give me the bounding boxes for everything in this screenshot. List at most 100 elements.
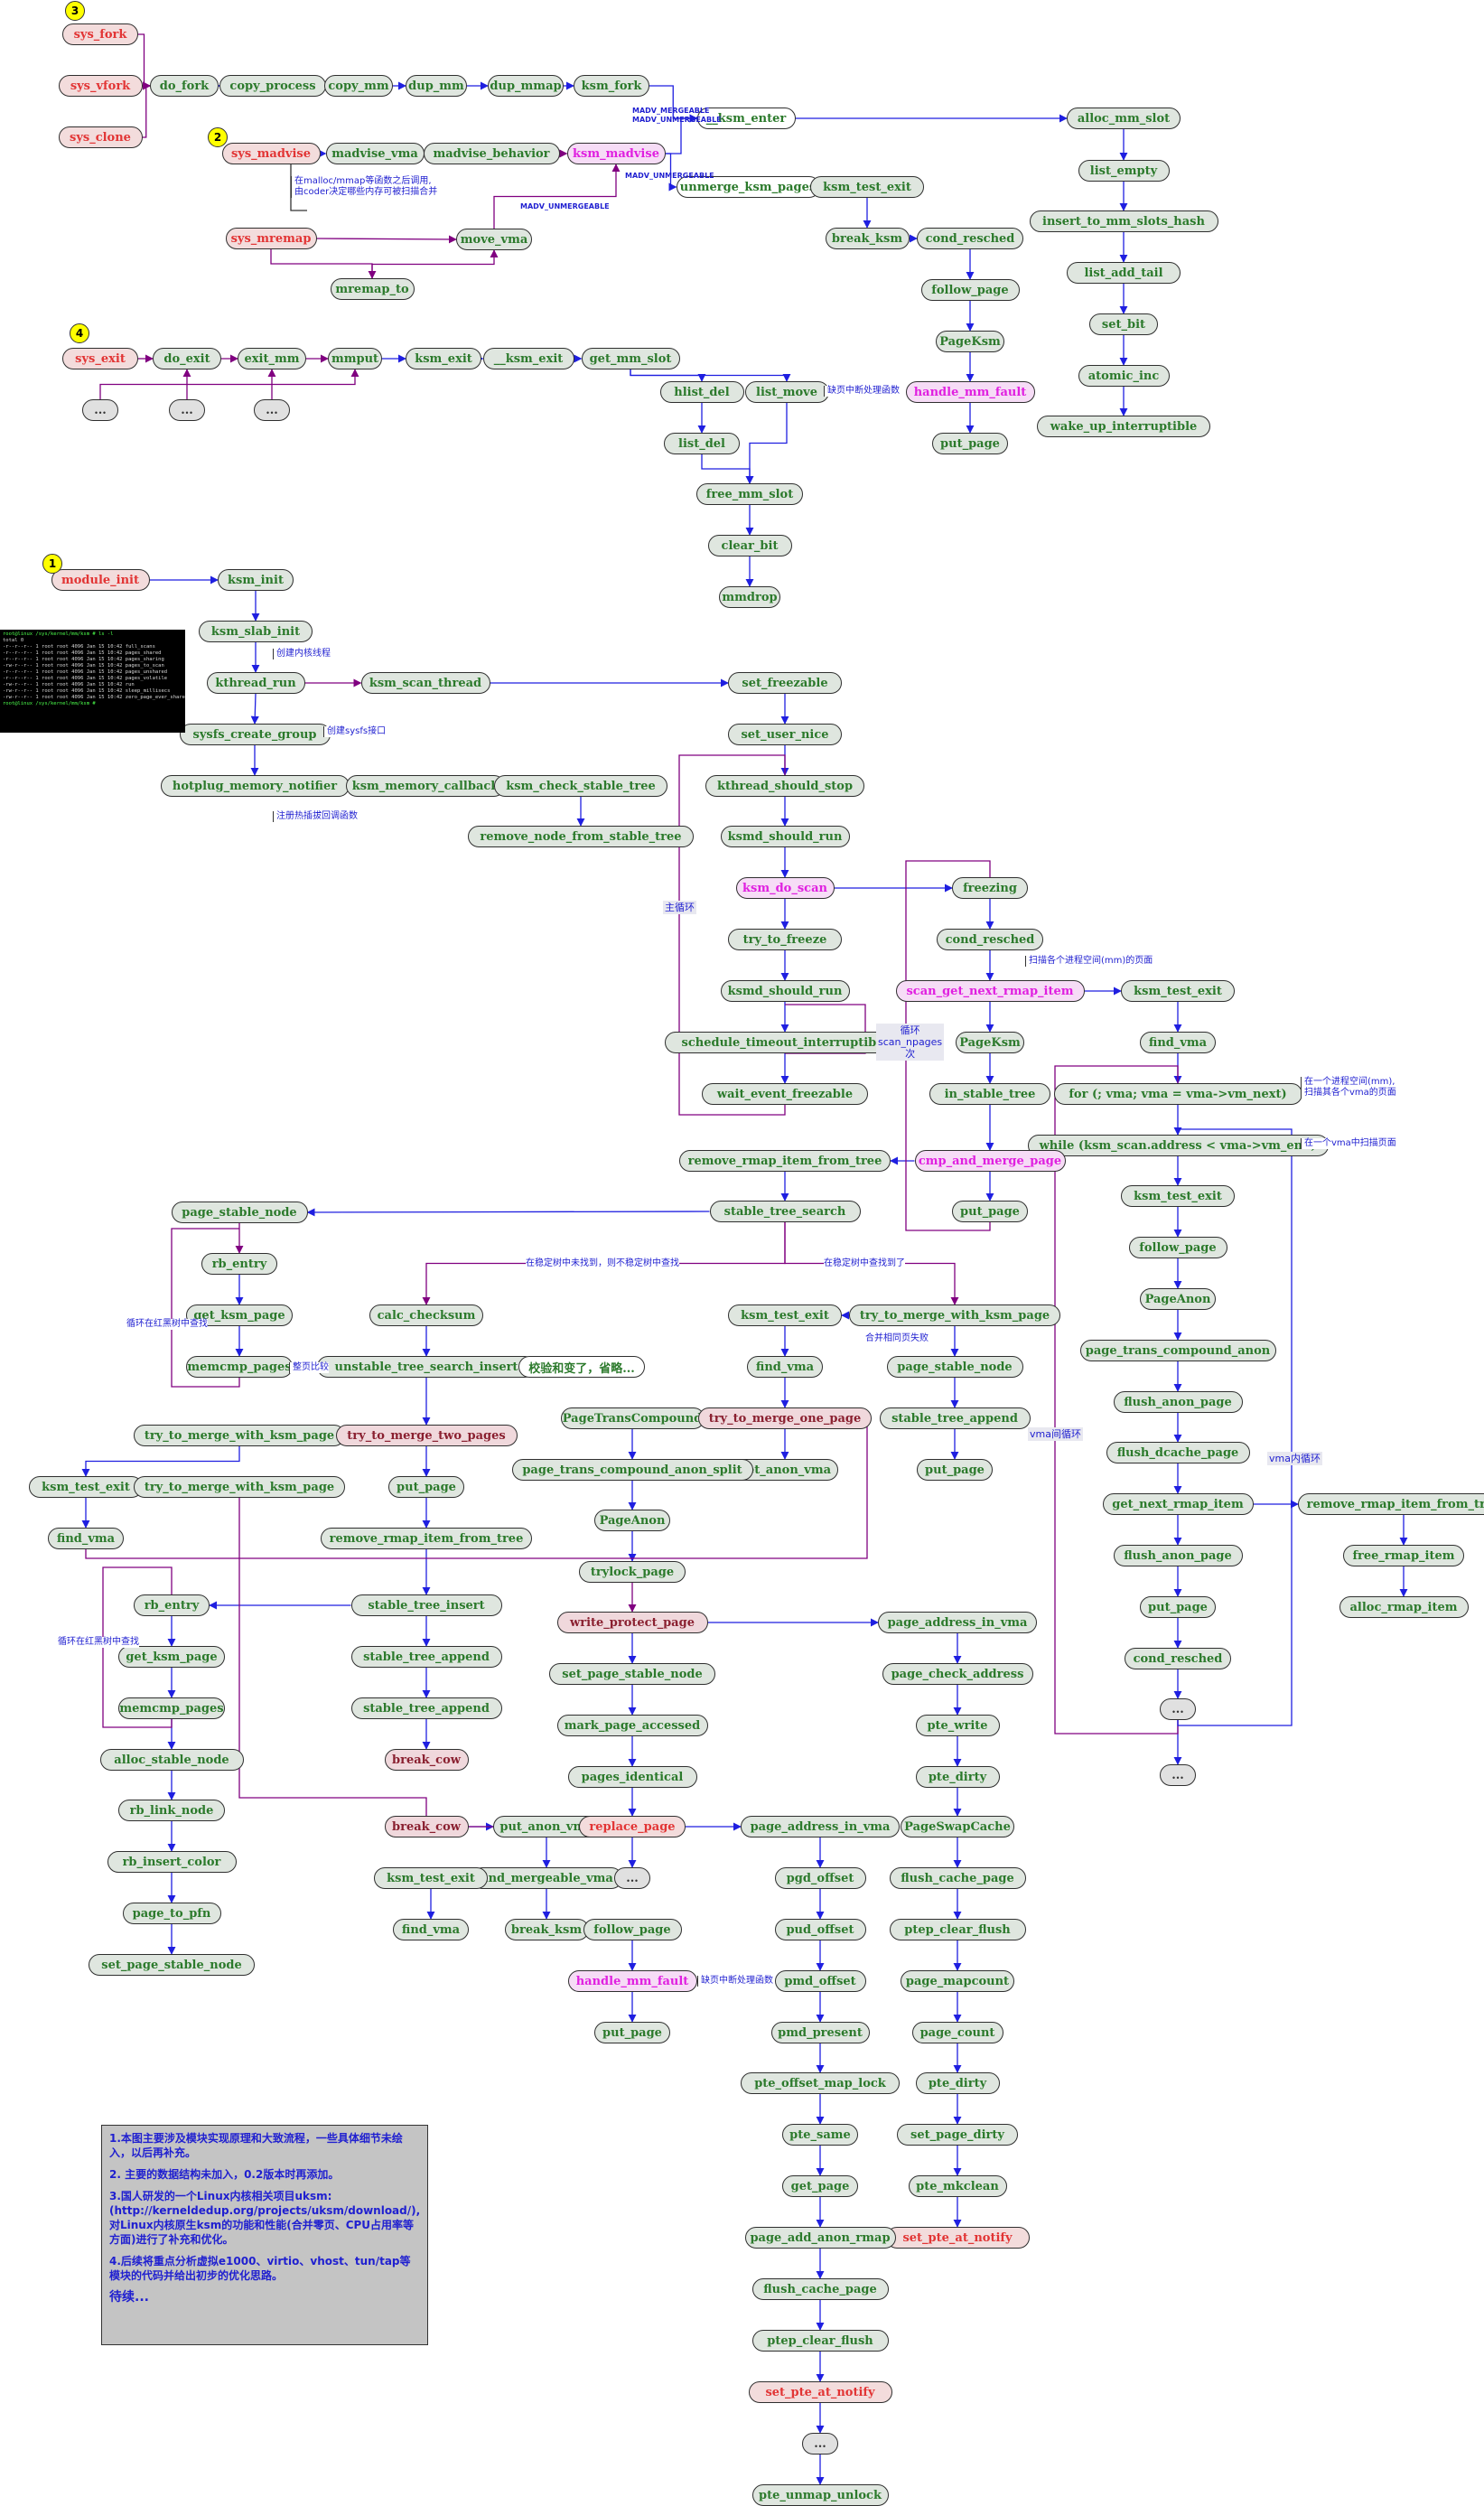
node-sys-vfork-n002: sys_vfork: [58, 75, 143, 97]
edge-n041-n043: [745, 403, 788, 484]
node-ptep-clear-flush-n172: ptep_clear_flush: [751, 2330, 889, 2352]
node--n094: ...: [1160, 1698, 1196, 1720]
node--n148: ...: [614, 1867, 650, 1889]
rb-loop-label-2: 循环在红黑树中查找: [58, 1637, 139, 1648]
edge-n032-n031: [371, 249, 499, 278]
node-page-address-in-vma-n162: page_address_in_vma: [741, 1816, 900, 1837]
edge-n031-n021: [493, 164, 621, 229]
edge-n021-n022: [665, 153, 677, 192]
node-put-page-n142: put_page: [594, 2022, 670, 2043]
node-find-vma-n072: find_vma: [1140, 1032, 1216, 1053]
node-ksm-test-exit-n071: ksm_test_exit: [1121, 980, 1235, 1002]
edge-n080-n096: [306, 1208, 710, 1217]
node-break-cow-n134: break_cow: [384, 1816, 469, 1837]
node-mmput-n036: mmput: [328, 348, 382, 369]
node-atomic-inc-n016: atomic_inc: [1078, 365, 1170, 387]
node-wake-up-interruptible-n017: wake_up_interruptible: [1037, 416, 1210, 437]
node-unstable-tree-search-insert-n101: unstable_tree_search_insert: [317, 1356, 536, 1378]
node-cond-resched-n025: cond_resched: [917, 228, 1023, 249]
terminal-line: -rw-r--r-- 1 root root 4096 Jan 15 10:42…: [3, 682, 135, 687]
memcmp-note: 整页比较: [289, 1362, 329, 1373]
node-for-vma-vma-vma-vm-next-n075: for (; vma; vma = vma->vm_next): [1053, 1083, 1302, 1105]
node-ksm-check-stable-tree-n059: ksm_check_stable_tree: [494, 775, 667, 797]
vma-inner-loop-label: vma内循环: [1267, 1452, 1322, 1465]
node-while-ksm-scan-address-vma-vm-end-n076: while (ksm_scan.address < vma->vm_end): [1027, 1135, 1329, 1156]
node-flush-anon-page-n085: flush_anon_page: [1113, 1391, 1243, 1413]
terminal-line: root@linux /sys/kernel/mm/ksm #: [3, 701, 96, 706]
terminal-line: -rw-r--r-- 1 root root 4096 Jan 15 10:42…: [3, 663, 164, 669]
node-ksm-slab-init-n051: ksm_slab_init: [199, 621, 313, 642]
node-get-mm-slot-n039: get_mm_slot: [581, 348, 680, 369]
terminal-line: -rw-r--r-- 1 root root 4096 Jan 15 10:42…: [3, 688, 171, 694]
node-ksmd-should-run-n062: ksmd_should_run: [720, 826, 850, 847]
node-rb-entry-n097: rb_entry: [201, 1253, 277, 1275]
node-set-page-stable-node-n144: set_page_stable_node: [549, 1663, 715, 1685]
note-2: 2. 主要的数据结构未加入，0.2版本时再添加。: [109, 2168, 340, 2181]
node-page-add-anon-rmap-n170: page_add_anon_rmap: [744, 2227, 896, 2249]
node-hotplug-memory-notifier-n057: hotplug_memory_notifier: [160, 775, 350, 797]
node-put-page-n029: put_page: [932, 433, 1008, 454]
node-pte-dirty-n152: pte_dirty: [915, 1766, 1000, 1788]
inner-loop-frame: [785, 1004, 866, 1054]
node--n048: ...: [254, 399, 290, 421]
terminal-line: -r--r--r-- 1 root root 4096 Jan 15 10:42…: [3, 676, 168, 681]
node-follow-page-n082: follow_page: [1128, 1237, 1227, 1258]
node-kthread-run-n052: kthread_run: [206, 672, 305, 694]
node-dup-mm-n007: dup_mm: [406, 75, 467, 97]
node-follow-page-n140: follow_page: [583, 1919, 682, 1940]
edge-n021-n010: [665, 114, 698, 154]
merge-fail-note: 合并相同页失败: [865, 1333, 929, 1344]
node-try-to-freeze-n064: try_to_freeze: [728, 929, 842, 950]
stable-found-label: 在稳定树中查找到了: [824, 1258, 905, 1269]
node-follow-page-n026: follow_page: [920, 279, 1020, 301]
node-pageanon-n113: PageAnon: [594, 1510, 670, 1531]
node-mark-page-accessed-n145: mark_page_accessed: [556, 1715, 708, 1736]
vma-inter-loop-label: vma间循环: [1028, 1427, 1083, 1441]
node-ksm-do-scan-n063: ksm_do_scan: [735, 877, 835, 899]
node-find-vma-n119: find_vma: [48, 1528, 124, 1549]
edge-n047-n035: [186, 369, 276, 399]
node--n102: 校验和变了，省略...: [518, 1356, 645, 1378]
node-alloc-mm-slot-n011: alloc_mm_slot: [1067, 108, 1181, 129]
node-find-mergeable-vma-n136: find_mergeable_vma: [471, 1867, 622, 1889]
node-pgd-offset-n163: pgd_offset: [774, 1867, 866, 1889]
node-break-cow-n133: break_cow: [384, 1749, 469, 1771]
node-sys-fork-n001: sys_fork: [62, 23, 138, 45]
node-sys-mremap-n030: sys_mremap: [225, 228, 317, 249]
node-free-rmap-item-n089: free_rmap_item: [1343, 1545, 1464, 1566]
node-ksm-madvise-n021: ksm_madvise: [566, 143, 666, 164]
node-scan-get-next-rmap-item-n070: scan_get_next_rmap_item: [895, 980, 1085, 1002]
node-stable-tree-search-n080: stable_tree_search: [709, 1201, 861, 1222]
node--n047: ...: [169, 399, 205, 421]
while-note: 在一个vma中扫描页面: [1301, 1138, 1396, 1149]
node-page-stable-node-n096: page_stable_node: [171, 1202, 308, 1223]
fault-note-2: 缺页中断处理函数: [697, 1976, 773, 1987]
node-memcmp-pages-n099: memcmp_pages: [186, 1356, 293, 1378]
node-pte-unmap-unlock-n175: pte_unmap_unlock: [751, 2484, 889, 2506]
node-set-freezable-n054: set_freezable: [728, 672, 842, 694]
node-try-to-merge-with-ksm-page-n115: try_to_merge_with_ksm_page: [134, 1425, 345, 1446]
main-loop-frame: [678, 754, 786, 1116]
for-note: 在一个进程空间(mm),扫描其各个vma的页面: [1301, 1077, 1396, 1099]
node-cmp-and-merge-page-n077: cmp_and_merge_page: [914, 1150, 1066, 1172]
stable-not-found-label: 在稳定树中未找到，则不稳定树中查找: [526, 1258, 679, 1269]
node-set-pte-at-notify-n161: set_pte_at_notify: [885, 2227, 1030, 2249]
node-set-page-dirty-n159: set_page_dirty: [897, 2124, 1018, 2146]
terminal-line: -rw-r--r-- 1 root root 4096 Jan 15 10:42…: [3, 695, 185, 700]
note-4: 4.后续将重点分析虚拟e1000、virtio、vhost、tun/tap等模块…: [109, 2255, 411, 2282]
node-madvise-behavior-n020: madvise_behavior: [423, 143, 560, 164]
node--n174: ...: [802, 2433, 838, 2455]
madvise-note: 在malloc/mmap等函数之后调用,由coder决定哪些内存可被扫描合并: [291, 176, 438, 198]
node-copy-mm-n006: copy_mm: [324, 75, 393, 97]
node-break-ksm-n024: break_ksm: [825, 228, 910, 249]
step-badge-2: 2: [208, 127, 228, 147]
node-remove-rmap-item-from-tree-n088: remove_rmap_item_from_tree: [1298, 1493, 1484, 1515]
fault-note-1: 缺页中断处理函数: [824, 386, 900, 397]
scan-note: 扫描各个进程空间(mm)的页面: [1025, 956, 1153, 967]
edge-label-unmergeable-1: MADV_UNMERGEABLE: [632, 116, 722, 124]
terminal-line: -r--r--r-- 1 root root 4096 Jan 15 10:42…: [3, 650, 162, 656]
edge-label-unmergeable-3: MADV_UNMERGEABLE: [520, 202, 610, 210]
node-do-fork-n004: do_fork: [150, 75, 219, 97]
node-flush-anon-page-n091: flush_anon_page: [1113, 1545, 1243, 1566]
note-1: 1.本图主要涉及模块实现原理和大致流程，一些具体细节未绘入，以后再补充。: [109, 2132, 403, 2159]
